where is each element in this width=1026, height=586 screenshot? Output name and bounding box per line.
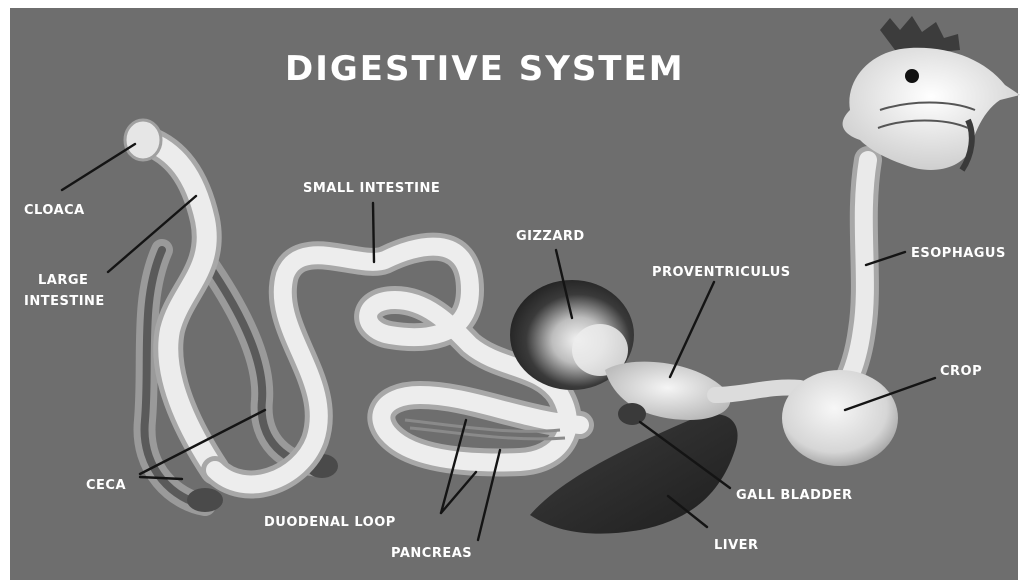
leader-cloaca bbox=[62, 144, 135, 190]
chicken-head bbox=[843, 16, 1020, 170]
connector-tube bbox=[715, 387, 800, 395]
label-pancreas: PANCREAS bbox=[391, 546, 472, 561]
label-liver: LIVER bbox=[714, 538, 759, 553]
leader-proventriculus bbox=[670, 282, 714, 377]
label-crop: CROP bbox=[940, 364, 982, 379]
diagram-title: DIGESTIVE SYSTEM bbox=[285, 49, 685, 89]
label-large-intestine-line1: LARGE bbox=[38, 273, 88, 288]
cloaca-shape bbox=[125, 120, 161, 160]
label-gizzard: GIZZARD bbox=[516, 229, 585, 244]
label-gall-bladder: GALL BLADDER bbox=[736, 488, 853, 503]
gall-bladder-shape bbox=[618, 403, 646, 425]
label-cloaca: CLOACA bbox=[24, 203, 85, 218]
comb-shape bbox=[880, 16, 960, 52]
label-large-intestine-line2: INTESTINE bbox=[24, 294, 105, 309]
leader-small-intestine bbox=[373, 203, 374, 262]
crop-shape bbox=[782, 370, 898, 466]
label-proventriculus: PROVENTRICULUS bbox=[652, 265, 791, 280]
label-ceca: CECA bbox=[86, 478, 126, 493]
eye-shape bbox=[905, 69, 919, 83]
leader-ceca-2 bbox=[140, 477, 182, 479]
esophagus-shape bbox=[840, 160, 868, 395]
label-duodenal-loop: DUODENAL LOOP bbox=[264, 515, 396, 530]
label-small-intestine: SMALL INTESTINE bbox=[303, 181, 440, 196]
label-esophagus: ESOPHAGUS bbox=[911, 246, 1006, 261]
